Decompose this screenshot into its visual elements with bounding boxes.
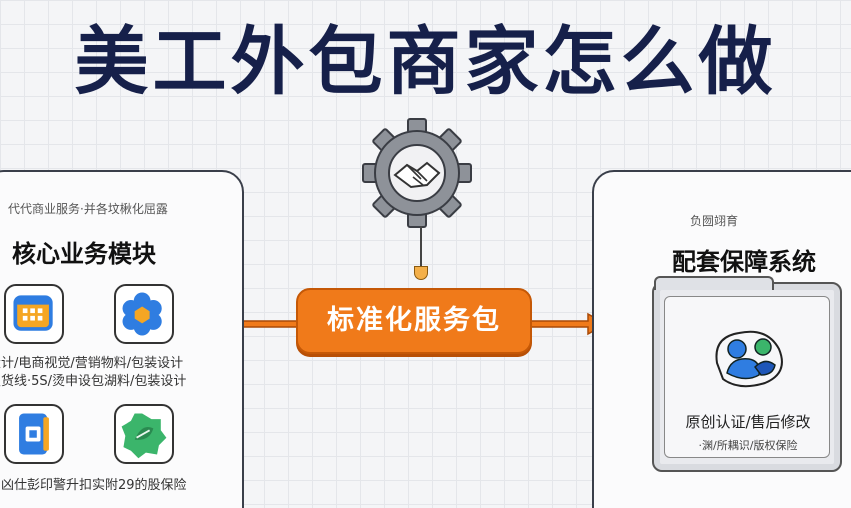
business-line-2: 夏货线·5S/烫申设包湖料/包装设计 [0, 374, 187, 389]
gear-handshake-icon [362, 118, 472, 228]
standard-service-package-label: 标准化服务包 [296, 288, 532, 354]
page-title: 美工外包商家怎么做 [74, 19, 777, 105]
connector-node [414, 266, 428, 280]
core-business-panel: 代代商业服务·并各坟楸化屈露 核心业务模块 [0, 170, 244, 508]
green-leaf-badge-icon [114, 404, 174, 464]
document-inner: 原创认证/售后修改 ·渊/所耦识/版权保险 [664, 296, 830, 458]
document-footer: ·渊/所耦识/版权保险 [698, 439, 798, 452]
document-card: 原创认证/售后修改 ·渊/所耦识/版权保险 [652, 276, 842, 472]
left-panel-subtitle: 代代商业服务·并各坟楸化屈露 [8, 202, 168, 216]
support-system-panel: 负囫翊育 配套保障系统 原创认证/售后修改 ·渊/所耦识/版权保险 [592, 170, 851, 508]
core-business-heading: 核心业务模块 [12, 240, 156, 268]
business-line-1: 设计/电商视觉/营销物料/包装设计 [0, 356, 184, 371]
support-system-heading: 配套保障系统 [672, 248, 816, 276]
calendar-app-icon [4, 284, 64, 344]
hexagon-flower-icon [114, 284, 174, 344]
document-tab [654, 276, 774, 290]
team-people-icon [715, 330, 783, 388]
gear-connector-line [420, 226, 422, 268]
business-line-3: 羽凶仕彭印警升扣实附29的股保险 [0, 478, 187, 493]
right-panel-subtitle: 负囫翊育 [690, 214, 739, 228]
phone-device-icon [4, 404, 64, 464]
original-cert-label: 原创认证/售后修改 [685, 413, 811, 431]
